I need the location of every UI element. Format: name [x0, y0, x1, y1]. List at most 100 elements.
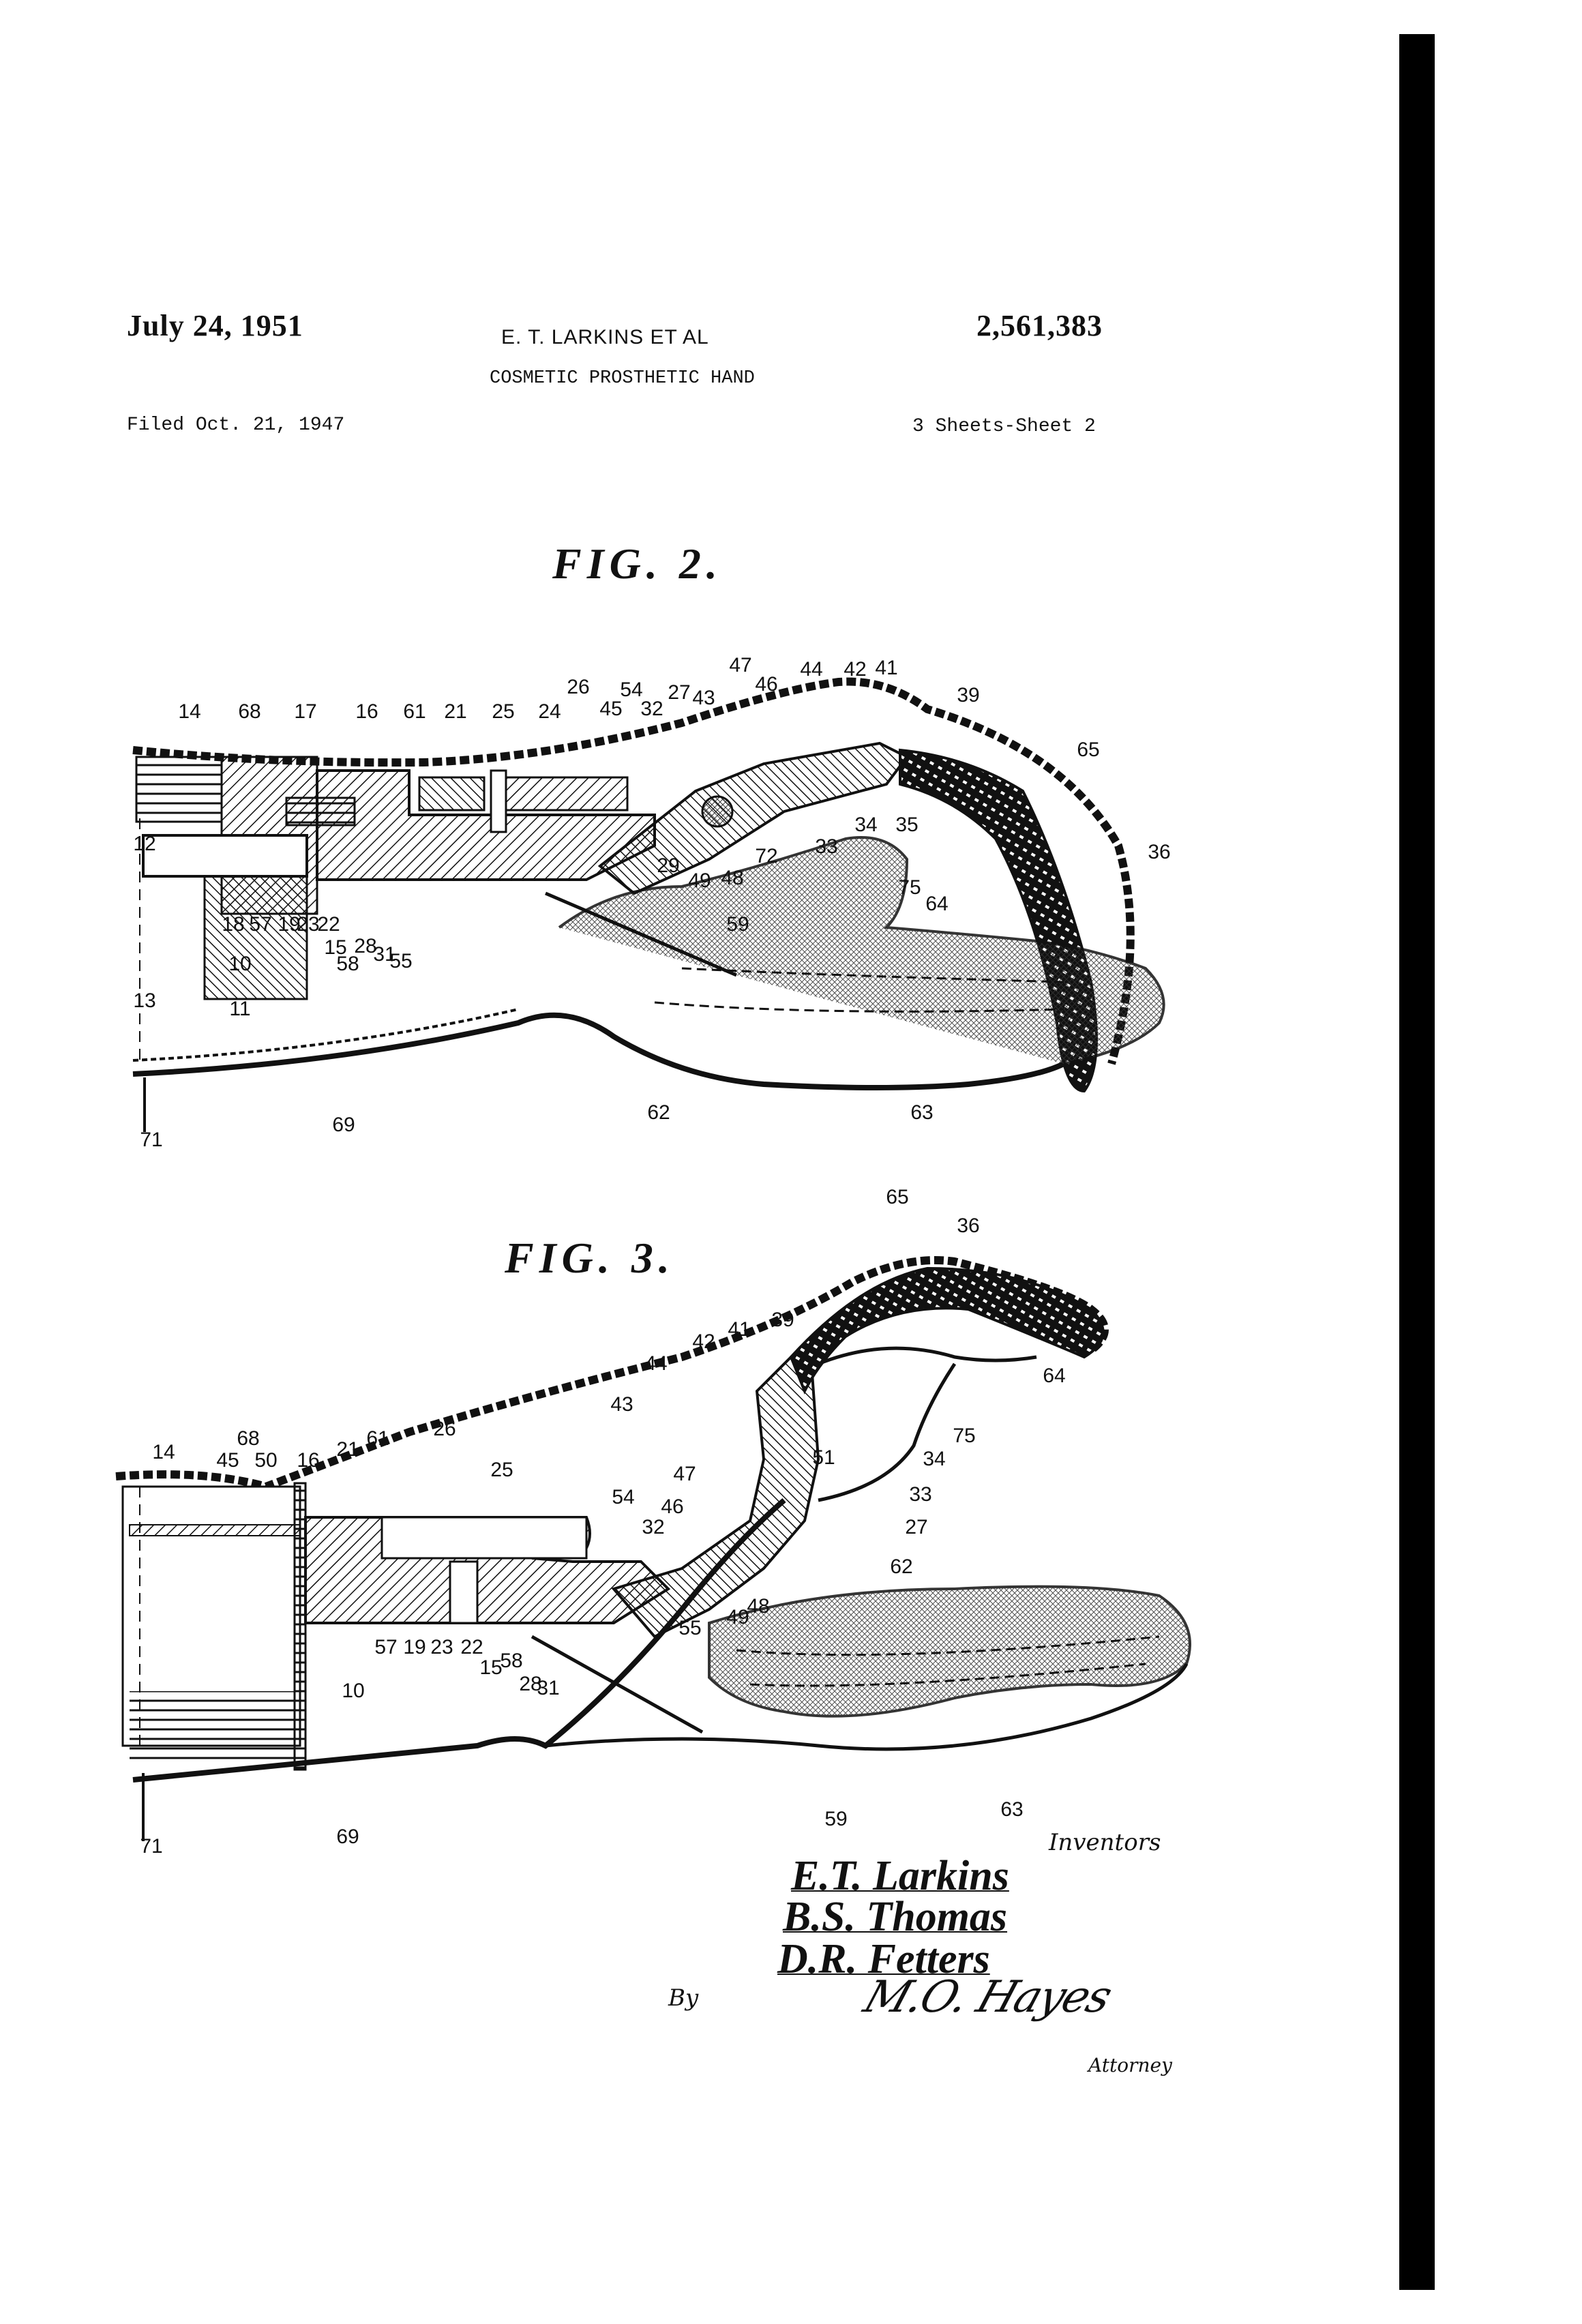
reference-numeral: 19: [278, 913, 301, 936]
reference-numeral: 31: [373, 943, 396, 966]
reference-numeral: 35: [895, 814, 919, 836]
reference-numeral: 36: [957, 1215, 980, 1237]
by-label: By: [668, 1984, 699, 2012]
reference-numeral: 64: [925, 893, 949, 915]
reference-numeral: 69: [336, 1826, 359, 1848]
reference-numeral: 62: [890, 1555, 913, 1578]
reference-numeral: 47: [673, 1463, 696, 1485]
reference-numeral: 58: [336, 953, 359, 975]
filing-date: Filed Oct. 21, 1947: [127, 415, 345, 436]
reference-numeral: 39: [771, 1309, 794, 1331]
inventor-name-3: D.R. Fetters: [777, 1936, 990, 1982]
reference-numeral: 45: [599, 698, 623, 720]
reference-numeral: 18: [222, 913, 245, 936]
reference-numeral: 25: [492, 700, 515, 723]
reference-numeral: 59: [824, 1808, 848, 1830]
reference-numeral: 61: [366, 1427, 389, 1450]
reference-numeral: 48: [721, 867, 744, 889]
reference-numeral: 10: [228, 953, 252, 975]
reference-numeral: 65: [1077, 739, 1100, 761]
reference-numeral: 32: [642, 1516, 665, 1538]
reference-numeral: 12: [133, 833, 156, 855]
reference-numeral: 25: [490, 1459, 513, 1481]
reference-numeral: 68: [238, 700, 261, 723]
reference-numeral: 26: [567, 676, 590, 698]
reference-numeral: 17: [294, 700, 317, 723]
attorney-label: Attorney: [1088, 2054, 1172, 2076]
reference-numeral: 21: [336, 1438, 359, 1461]
reference-numeral: 33: [909, 1483, 932, 1506]
reference-numeral: 36: [1148, 841, 1171, 863]
reference-numeral: 11: [229, 998, 251, 1020]
reference-numeral: 68: [237, 1427, 260, 1450]
reference-numeral: 47: [729, 654, 752, 676]
reference-numeral: 59: [726, 913, 749, 936]
reference-numeral: 69: [332, 1114, 355, 1136]
reference-numeral: 51: [812, 1446, 835, 1469]
reference-numeral: 41: [875, 657, 898, 679]
reference-numeral: 22: [460, 1636, 483, 1658]
fig3-title: FIG. 3.: [505, 1234, 675, 1282]
reference-numeral: 46: [661, 1495, 684, 1518]
reference-numeral: 24: [538, 700, 561, 723]
reference-numeral: 55: [389, 950, 413, 972]
reference-numeral: 16: [297, 1449, 320, 1472]
reference-numeral: 55: [678, 1617, 702, 1639]
reference-numeral: 15: [324, 936, 347, 959]
reference-numeral: 13: [133, 989, 156, 1012]
reference-numeral: 48: [747, 1595, 770, 1618]
reference-numeral: 42: [844, 658, 867, 681]
inventor-name-1: E.T. Larkins: [791, 1853, 1009, 1899]
reference-numeral: 16: [355, 700, 378, 723]
scan-margin-bar: [1399, 34, 1435, 2290]
reference-numeral: 26: [433, 1418, 456, 1440]
inventor-name-2: B.S. Thomas: [783, 1894, 1008, 1940]
reference-numeral: 23: [297, 913, 320, 936]
reference-numeral: 14: [178, 700, 201, 723]
reference-numeral: 63: [1000, 1798, 1024, 1821]
attorney-signature: M.O. Hayes: [857, 1972, 1118, 2023]
reference-numeral: 33: [815, 835, 838, 858]
reference-numeral: 32: [640, 698, 663, 720]
reference-numeral: 49: [726, 1606, 749, 1628]
reference-numeral: 28: [354, 935, 377, 957]
reference-numeral: 49: [688, 869, 711, 892]
reference-numeral: 43: [692, 687, 715, 709]
reference-numeral: 58: [500, 1650, 523, 1672]
reference-numeral: 44: [800, 658, 823, 681]
reference-numeral: 71: [140, 1129, 163, 1151]
reference-numeral: 41: [728, 1318, 751, 1341]
inventors-label: Inventors: [1049, 1829, 1161, 1856]
reference-numeral: 61: [403, 700, 426, 723]
reference-numeral: 22: [317, 913, 340, 936]
reference-numeral: 62: [647, 1101, 670, 1124]
reference-numeral: 44: [644, 1352, 668, 1375]
fig3-drawing: [115, 1256, 1191, 1841]
reference-numeral: 19: [403, 1636, 426, 1658]
patent-number: 2,561,383: [976, 309, 1103, 342]
reference-numeral: 63: [910, 1101, 934, 1124]
reference-numeral: 64: [1043, 1365, 1066, 1387]
reference-numeral: 57: [374, 1636, 398, 1658]
reference-numeral: 46: [755, 673, 778, 696]
reference-numeral: 27: [905, 1516, 928, 1538]
reference-numeral: 34: [923, 1448, 946, 1470]
reference-numeral: 50: [254, 1449, 278, 1472]
sheet-count: 3 Sheets-Sheet 2: [912, 416, 1096, 437]
reference-numeral: 42: [692, 1330, 715, 1353]
reference-numeral: 34: [854, 814, 878, 836]
reference-numeral: 75: [953, 1425, 976, 1447]
reference-numeral: 10: [342, 1680, 365, 1702]
reference-numeral: 45: [216, 1449, 239, 1472]
reference-numeral: 28: [519, 1673, 542, 1695]
fig2-title: FIG. 2.: [552, 539, 723, 588]
reference-numeral: 72: [755, 845, 778, 867]
reference-numeral: 14: [152, 1441, 175, 1463]
reference-numeral: 29: [657, 854, 680, 877]
reference-numeral: 75: [898, 876, 921, 899]
reference-numeral: 23: [430, 1636, 453, 1658]
reference-numeral: 54: [612, 1486, 635, 1508]
reference-numeral: 65: [886, 1186, 909, 1208]
reference-numeral: 15: [479, 1656, 503, 1679]
